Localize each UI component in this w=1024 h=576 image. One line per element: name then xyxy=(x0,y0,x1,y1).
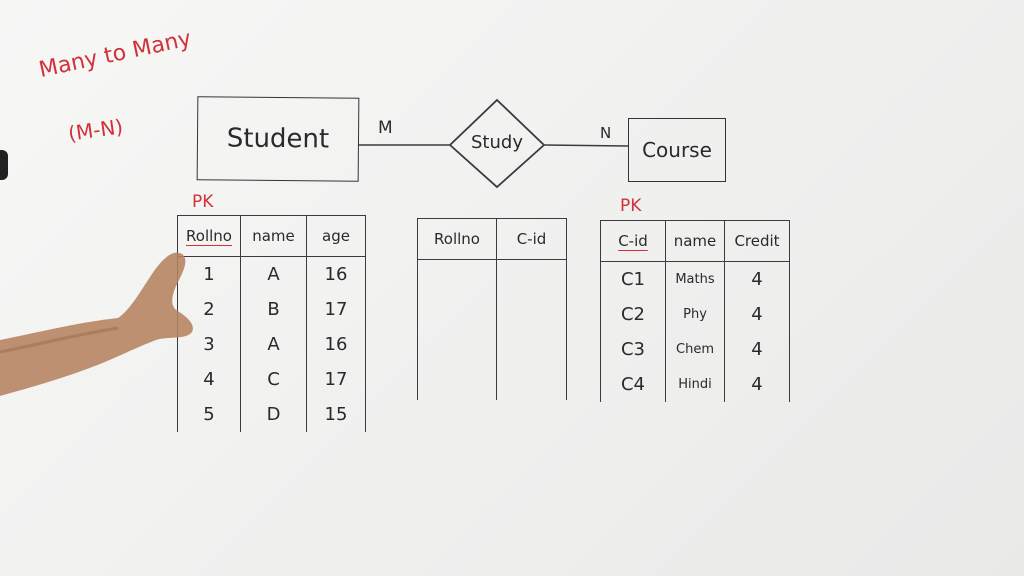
course-cell: 4 xyxy=(724,261,790,297)
course-cell: C2 xyxy=(600,297,666,332)
course-table: C-id name Credit C1 Maths 4 C2 Phy 4 C3 … xyxy=(600,220,790,402)
student-cell: C xyxy=(240,362,307,397)
student-col-rollno: Rollno xyxy=(177,215,241,257)
study-col-cid: C-id xyxy=(496,218,567,260)
pk-label-course: PK xyxy=(620,196,642,216)
course-cell: C1 xyxy=(600,261,666,297)
student-cell: D xyxy=(240,397,307,432)
course-cell: Phy xyxy=(665,297,725,332)
study-table-header-row: Rollno C-id xyxy=(417,218,567,260)
pk-label-student: PK xyxy=(192,192,214,212)
table-row: C1 Maths 4 xyxy=(600,261,790,297)
table-row: C4 Hindi 4 xyxy=(600,367,790,402)
student-cell: 16 xyxy=(306,327,366,362)
course-col-credit: Credit xyxy=(724,220,790,262)
entity-student-label: Student xyxy=(226,123,330,155)
course-cell: 4 xyxy=(724,297,790,332)
table-row xyxy=(417,295,567,330)
relationship-study-label: Study xyxy=(471,132,523,153)
table-row: 1 A 16 xyxy=(177,256,366,292)
study-col-rollno: Rollno xyxy=(417,218,497,260)
study-table: Rollno C-id xyxy=(417,218,567,400)
entity-course: Course xyxy=(628,118,726,182)
course-cell: C3 xyxy=(600,332,666,367)
course-cell: Hindi xyxy=(665,367,725,402)
cardinality-n: N xyxy=(600,124,612,142)
course-cell: C4 xyxy=(600,367,666,402)
student-cell: 1 xyxy=(177,256,241,292)
table-row: C2 Phy 4 xyxy=(600,297,790,332)
presenter-hand xyxy=(0,252,193,396)
student-table-header-row: Rollno name age xyxy=(177,215,366,257)
student-cell: 15 xyxy=(306,397,366,432)
student-col-name: name xyxy=(240,215,307,257)
entity-student: Student xyxy=(196,96,360,182)
student-cell: 4 xyxy=(177,362,241,397)
relationship-diamond xyxy=(448,98,546,189)
table-row: 3 A 16 xyxy=(177,327,366,362)
student-cell: A xyxy=(240,327,307,362)
table-row xyxy=(417,330,567,365)
student-cell: B xyxy=(240,292,307,327)
course-cell: 4 xyxy=(724,367,790,402)
student-cell: 17 xyxy=(306,362,366,397)
course-cell: Chem xyxy=(665,332,725,367)
course-cell: Maths xyxy=(665,261,725,297)
table-row: C3 Chem 4 xyxy=(600,332,790,367)
student-cell: 5 xyxy=(177,397,241,432)
table-row xyxy=(417,365,567,400)
edge-object xyxy=(0,150,8,180)
student-cell: 17 xyxy=(306,292,366,327)
course-cell: 4 xyxy=(724,332,790,367)
student-col-age: age xyxy=(306,215,366,257)
connector-right xyxy=(543,144,629,147)
table-row: 4 C 17 xyxy=(177,362,366,397)
course-table-header-row: C-id name Credit xyxy=(600,220,790,262)
table-row: 5 D 15 xyxy=(177,397,366,432)
table-row xyxy=(417,259,567,295)
course-col-cid: C-id xyxy=(600,220,666,262)
table-row: 2 B 17 xyxy=(177,292,366,327)
student-table: Rollno name age 1 A 16 2 B 17 3 A 16 4 xyxy=(177,215,366,432)
cardinality-m: M xyxy=(378,118,393,138)
entity-course-label: Course xyxy=(642,138,712,162)
student-cell: 16 xyxy=(306,256,366,292)
student-cell: A xyxy=(240,256,307,292)
course-col-name: name xyxy=(665,220,725,262)
